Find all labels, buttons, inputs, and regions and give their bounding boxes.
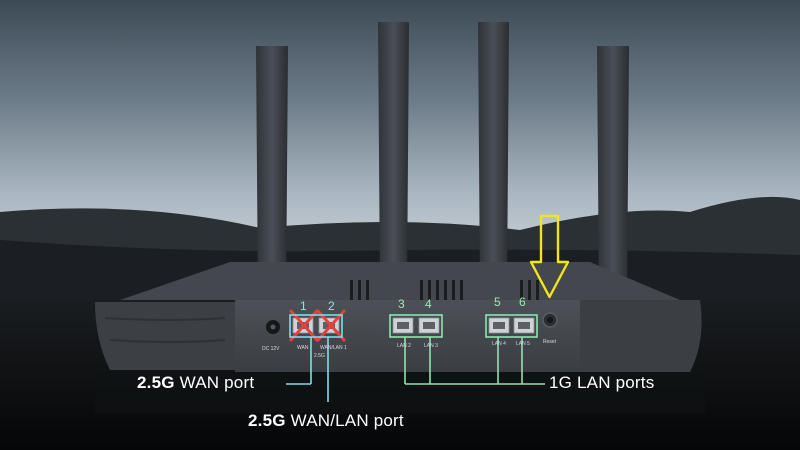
router-right-side	[580, 300, 702, 372]
wan-port-callout: 2.5G WAN port	[137, 373, 254, 393]
wan-lan-port-speed: 2.5G	[248, 411, 286, 430]
speed-label: 2.5G	[314, 353, 325, 359]
lan2-label: LAN 2	[397, 343, 411, 349]
reset-arrow	[529, 214, 570, 299]
wan-callout-lines	[286, 314, 343, 402]
wan-port-text: WAN port	[179, 373, 255, 392]
lan-ports-callout: 1G LAN ports	[549, 373, 655, 392]
port-number-2: 2	[328, 299, 335, 313]
reset-label: Reset	[543, 339, 557, 345]
wan-lan-label: WAN/LAN 1	[320, 345, 347, 351]
antenna-1	[256, 46, 288, 300]
antenna-3	[478, 22, 509, 290]
router-back-panel	[235, 300, 580, 372]
wan-lan-port-callout: 2.5G WAN/LAN port	[248, 411, 404, 431]
lan4-label: LAN 4	[492, 341, 506, 347]
wan-port-speed: 2.5G	[137, 373, 175, 392]
antenna-2	[378, 22, 409, 290]
antenna-4	[597, 46, 629, 300]
port-number-3: 3	[398, 297, 405, 311]
router-top	[120, 262, 680, 300]
port-number-4: 4	[425, 297, 432, 311]
router-left-side	[95, 302, 235, 370]
port-number-5: 5	[494, 295, 501, 309]
unavailable-cross-marks	[289, 309, 346, 342]
power-label: DC 12V	[262, 346, 280, 352]
wan-label: WAN	[297, 345, 309, 351]
lan-callout-lines	[389, 314, 545, 385]
lan3-label: LAN 3	[424, 343, 438, 349]
wan-lan-port-text: WAN/LAN port	[290, 411, 404, 430]
lan5-label: LAN 5	[516, 341, 530, 347]
port-number-6: 6	[519, 295, 526, 309]
port-number-1: 1	[300, 299, 307, 313]
